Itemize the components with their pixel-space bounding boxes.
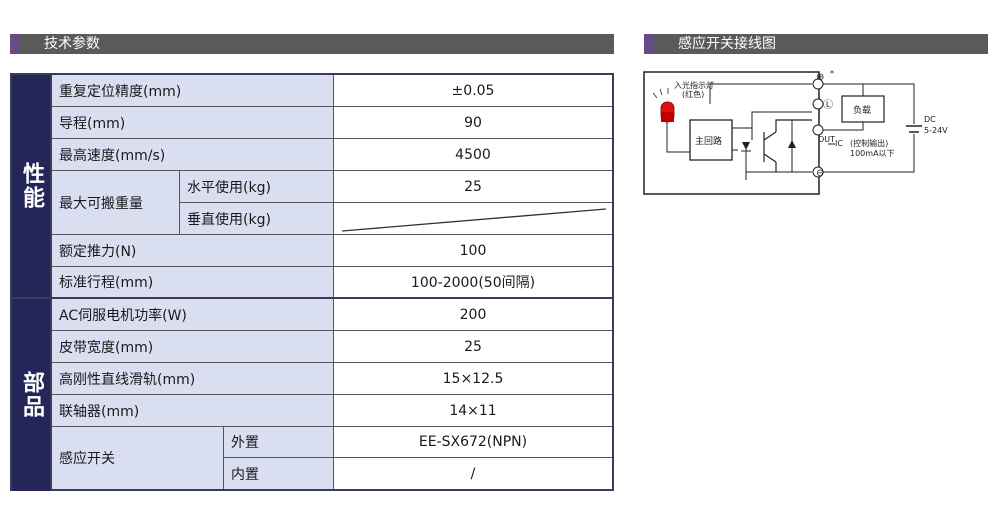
row-value-rated-thrust: 100	[334, 235, 612, 267]
row-label-sensor-external: 外置	[224, 427, 334, 458]
wire	[732, 111, 812, 151]
section-title: 技术参数	[44, 36, 100, 52]
main-circuit-box	[689, 119, 733, 161]
row-label-horizontal: 水平使用(kg)	[180, 171, 334, 203]
wire	[745, 142, 812, 180]
diagonal-slash-icon	[341, 207, 607, 232]
section-accent	[644, 34, 653, 54]
row-value-max-speed: 4500	[334, 139, 612, 171]
row-label-vertical: 垂直使用(kg)	[180, 203, 334, 235]
indicator-lamp-base	[661, 112, 674, 122]
control-current-label: 100mA以下	[850, 149, 895, 158]
row-label-max-speed: 最高速度(mm/s)	[52, 139, 334, 171]
row-label-rail: 高刚性直线滑轨(mm)	[52, 363, 334, 395]
diode-icon	[742, 142, 750, 150]
terminal-l	[812, 98, 824, 110]
main-circuit-label: 主回路	[695, 135, 722, 147]
row-label-servo-power: AC伺服电机功率(W)	[52, 299, 334, 331]
row-value-vertical-na	[334, 203, 612, 235]
group-parts: 部品	[12, 299, 52, 491]
terminal-out	[812, 124, 824, 136]
row-label-rated-thrust: 额定推力(N)	[52, 235, 334, 267]
row-label-standard-stroke: 标准行程(mm)	[52, 267, 334, 299]
control-output-label: (控制输出)	[850, 138, 888, 148]
row-value-horizontal: 25	[334, 171, 612, 203]
section-title: 感应开关接线图	[678, 36, 776, 52]
load-label: 负载	[853, 104, 871, 116]
row-value-repeat-accuracy: ±0.05	[334, 75, 612, 107]
spec-table: 性能 部品 重复定位精度(mm) ±0.05 导程(mm) 90 最高速度(mm…	[10, 73, 614, 491]
wire	[666, 122, 690, 153]
row-label-sensor: 感应开关	[52, 427, 224, 489]
spec-section-header: 技术参数	[10, 34, 614, 54]
minus-symbol: ⊖	[816, 168, 824, 179]
out-label: OUT	[818, 135, 835, 144]
indicator-color-label: (红色)	[682, 89, 704, 99]
sensor-wiring-diagram: 入光指示灯 (红色) 主回路 ⊕ * Ⓛ ⊖ 负载 DC 5-24V OUT I…	[643, 69, 948, 195]
wire	[823, 83, 915, 173]
row-label-belt-width: 皮带宽度(mm)	[52, 331, 334, 363]
voltage-label: 5-24V	[924, 126, 948, 135]
ic-label: IC	[835, 139, 843, 148]
indicator-label: 入光指示灯	[674, 80, 714, 90]
row-value-standard-stroke: 100-2000(50间隔)	[334, 267, 612, 299]
row-value-belt-width: 25	[334, 331, 612, 363]
group-label: 性能	[19, 162, 44, 210]
light-rays-icon	[652, 88, 669, 99]
asterisk-mark: *	[830, 69, 834, 78]
row-value-servo-power: 200	[334, 299, 612, 331]
row-value-lead: 90	[334, 107, 612, 139]
row-label-max-load: 最大可搬重量	[52, 171, 180, 235]
row-value-sensor-external: EE-SX672(NPN)	[334, 427, 612, 458]
group-label: 部品	[19, 371, 44, 419]
row-value-sensor-internal: /	[334, 458, 612, 489]
dc-label: DC	[924, 115, 936, 124]
wire	[709, 83, 812, 104]
wiring-section-header: 感应开关接线图	[644, 34, 988, 54]
section-accent	[10, 34, 19, 54]
row-value-rail: 15×12.5	[334, 363, 612, 395]
row-label-lead: 导程(mm)	[52, 107, 334, 139]
row-value-coupling: 14×11	[334, 395, 612, 427]
group-performance: 性能	[12, 75, 52, 299]
l-symbol: Ⓛ	[823, 99, 833, 111]
transistor-icon	[763, 119, 812, 172]
row-label-repeat-accuracy: 重复定位精度(mm)	[52, 75, 334, 107]
plus-symbol: ⊕	[816, 72, 824, 83]
row-label-sensor-internal: 内置	[224, 458, 334, 489]
row-label-coupling: 联轴器(mm)	[52, 395, 334, 427]
load-box	[841, 95, 885, 123]
